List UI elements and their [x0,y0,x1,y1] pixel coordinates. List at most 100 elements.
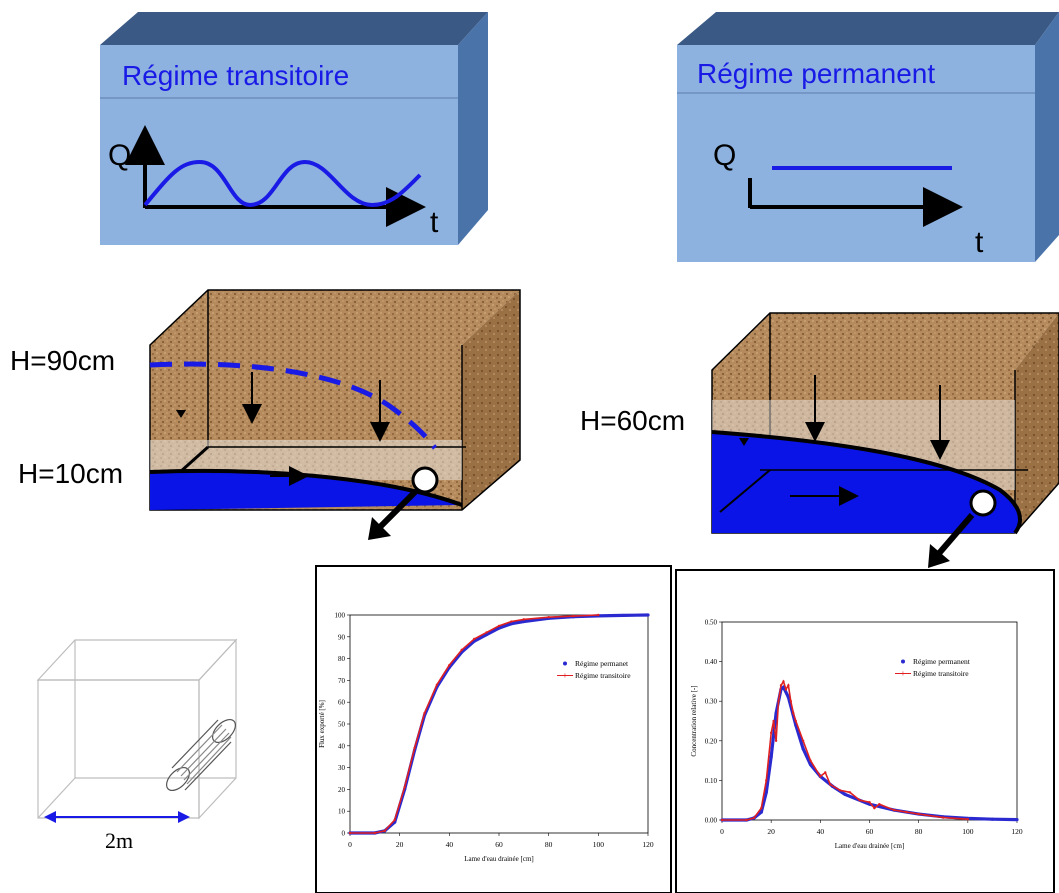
data-point [917,812,920,816]
data-point [789,700,793,703]
data-point [413,746,416,750]
data-point [393,818,396,822]
legend-label: Régime permanet [575,659,629,668]
data-point [752,816,756,820]
data-point [794,719,797,723]
oscillating-flow-curve [143,159,422,208]
data-point [547,615,550,619]
t-axis-label: t [975,226,984,259]
dimension-arrowhead-right [178,811,190,823]
domain-wireframe-sketch [36,638,238,820]
y-axis-label: Concentration relative [-] [690,685,698,756]
data-point [858,799,861,802]
drain-outflow-arrowhead [928,544,950,568]
x-tick-label: 80 [915,827,923,836]
x-tick-label: 20 [396,840,404,849]
soil-block-transient: H=90cm H=10cm [10,289,521,540]
data-point [809,759,812,762]
y-tick-label: 0.40 [705,658,718,666]
initial-water-table-dashed [149,361,437,450]
x-tick-label: 100 [962,827,974,836]
data-point [646,613,650,617]
y-tick-label: 0.30 [705,698,718,706]
data-point [808,762,813,767]
y-tick-label: 90 [338,633,346,641]
x-axis-label: Lame d'eau drainée [cm] [464,855,533,863]
y-tick-label: 0.00 [705,817,718,825]
cylinder-edge [171,719,219,769]
data-point [801,739,805,742]
data-point [786,695,790,699]
data-point [784,688,788,691]
data-point [485,631,488,634]
width-label: 2m [105,828,133,853]
data-point [759,810,763,814]
x-tick-label: 120 [642,840,654,849]
data-point [792,711,795,715]
data-point [868,800,871,804]
data-point [448,663,451,667]
legend-marker-glyph: + [901,669,906,678]
x-tick-label: 0 [720,827,724,836]
data-point [460,648,463,652]
y-tick-label: 50 [338,721,346,729]
x-tick-label: 100 [593,840,605,849]
data-point [720,818,724,822]
y-tick-label: 0 [342,830,346,838]
box-top [36,639,238,681]
soil-top-face [712,313,1059,370]
data-point [373,831,377,835]
data-point [777,700,780,703]
y-tick-label: 30 [338,764,346,772]
y-tick-label: 70 [338,677,346,685]
data-point [779,684,783,687]
data-point [745,818,748,822]
x-tick-label: 40 [817,827,825,836]
saturated-water-zone [712,432,1020,533]
y-axis-label: Flux exporté [%] [318,700,326,748]
y-tick-label: 80 [338,655,346,663]
soil-side-face [462,290,520,510]
data-point [403,786,406,789]
data-point [892,808,896,812]
x-tick-label: 120 [1011,827,1023,836]
data-point [848,791,852,794]
data-point [966,818,970,821]
x-tick-label: 80 [545,840,553,849]
data-point [597,613,600,617]
dimension-arrowhead-left [44,811,56,823]
data-point [435,683,439,686]
water-height-bottom-label: H=10cm [18,458,123,489]
data-point [769,731,773,735]
panel-top-face [100,12,488,45]
data-point [838,789,842,792]
data-point [774,711,778,715]
data-point [423,711,426,715]
data-point [348,831,352,835]
x-axis-label: Lame d'eau drainée [cm] [835,842,904,850]
flux-chart-frame [315,565,672,893]
drain-pipe [411,466,439,494]
data-point [497,626,501,630]
data-point [522,618,526,621]
drain-outflow-arrow [372,489,418,535]
water-height-top-label: H=90cm [10,345,115,376]
y-tick-label: 0.20 [705,737,718,745]
data-point [509,622,514,626]
data-point [819,775,822,778]
panel-side-face [458,12,488,245]
data-point [843,792,847,796]
water-height-label: H=60cm [580,405,685,436]
y-tick-label: 40 [338,742,346,750]
legend-label: Régime permanent [913,657,971,666]
t-axis-label: t [430,206,439,239]
legend-marker-glyph: + [563,671,568,680]
data-point [621,613,625,618]
soil-side-face [1015,313,1059,533]
box-hidden-edge [37,777,76,819]
data-point [905,810,908,814]
x-tick-label: 0 [348,840,352,849]
concentration-chart-frame [675,569,1055,893]
